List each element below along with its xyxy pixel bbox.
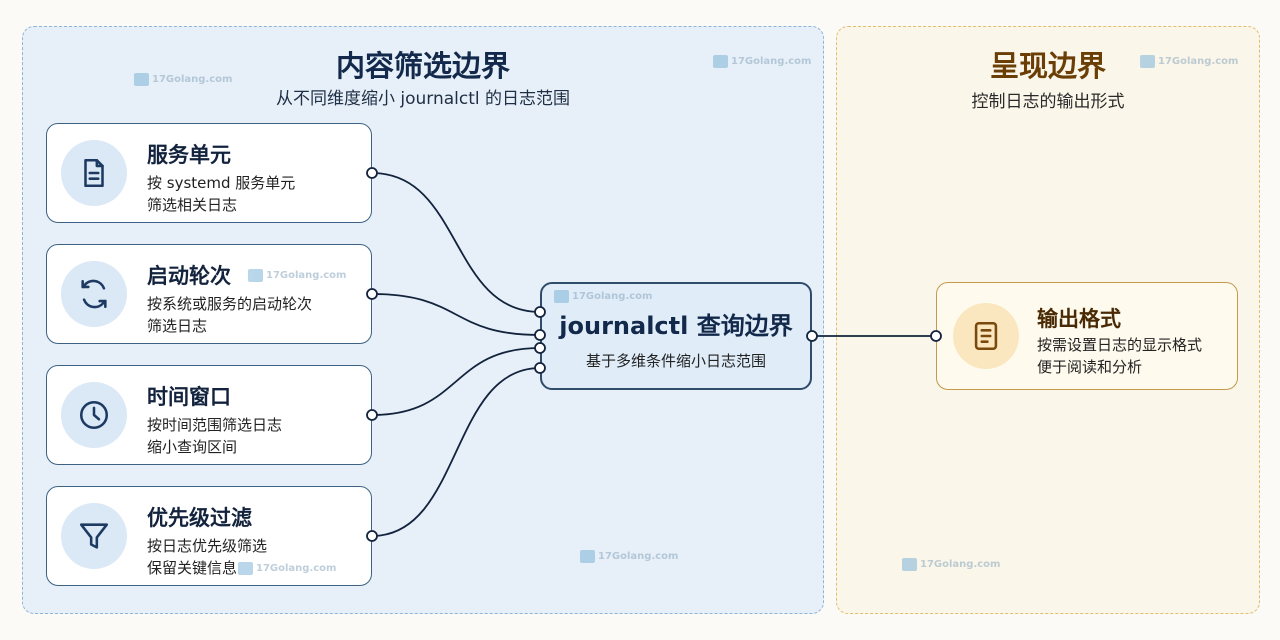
watermark-logo-icon bbox=[248, 269, 263, 282]
watermark-logo-icon bbox=[1140, 55, 1155, 68]
port-dot bbox=[366, 167, 378, 179]
center-title: journalctl 查询边界 bbox=[559, 312, 793, 340]
output-desc-line1: 按需设置日志的显示格式 bbox=[1037, 336, 1203, 354]
right-panel-title: 呈现边界 bbox=[989, 49, 1106, 83]
filter-desc-line1: 按时间范围筛选日志 bbox=[147, 416, 283, 434]
watermark: 17Golang.com bbox=[248, 269, 346, 282]
left-panel-subtitle: 从不同维度缩小 journalctl 的日志范围 bbox=[275, 89, 571, 109]
output-format-card: 输出格式 按需设置日志的显示格式 便于阅读和分析 bbox=[936, 282, 1238, 390]
filter-desc-line2: 筛选相关日志 bbox=[147, 196, 238, 214]
right-panel-subtitle: 控制日志的输出形式 bbox=[971, 92, 1125, 112]
port-dot bbox=[806, 330, 818, 342]
document-icon bbox=[61, 140, 127, 206]
watermark-logo-icon bbox=[554, 290, 569, 303]
output-title: 输出格式 bbox=[1037, 307, 1121, 331]
journalctl-query-boundary: journalctl 查询边界 基于多维条件缩小日志范围 bbox=[540, 282, 812, 390]
watermark: 17Golang.com bbox=[134, 73, 232, 86]
funnel-icon bbox=[61, 503, 127, 569]
filter-card-time-window: 时间窗口 按时间范围筛选日志 缩小查询区间 bbox=[46, 365, 372, 465]
watermark-logo-icon bbox=[902, 558, 917, 571]
port-dot bbox=[534, 342, 546, 354]
refresh-icon bbox=[61, 261, 127, 327]
port-dot bbox=[534, 329, 546, 341]
watermark-logo-icon bbox=[238, 562, 253, 575]
filter-title: 服务单元 bbox=[147, 143, 231, 167]
filter-card-boot-round: 启动轮次 按系统或服务的启动轮次 筛选日志 bbox=[46, 244, 372, 344]
port-dot bbox=[930, 330, 942, 342]
link-boot-round bbox=[371, 293, 541, 336]
link-time-window bbox=[371, 347, 541, 416]
link-service-unit bbox=[371, 172, 541, 313]
filter-desc-line2: 筛选日志 bbox=[147, 317, 208, 335]
filter-card-priority: 优先级过滤 按日志优先级筛选 保留关键信息 bbox=[46, 486, 372, 586]
clock-icon bbox=[61, 382, 127, 448]
port-dot bbox=[366, 409, 378, 421]
port-dot bbox=[534, 362, 546, 374]
filter-desc-line1: 按日志优先级筛选 bbox=[147, 537, 268, 555]
watermark: 17Golang.com bbox=[713, 55, 811, 68]
filter-desc-line2: 保留关键信息 bbox=[147, 559, 238, 577]
filter-desc-line1: 按 systemd 服务单元 bbox=[147, 174, 296, 192]
filter-title: 时间窗口 bbox=[147, 385, 231, 409]
filter-title: 优先级过滤 bbox=[147, 506, 252, 530]
filter-title: 启动轮次 bbox=[147, 264, 231, 288]
watermark: 17Golang.com bbox=[580, 550, 678, 563]
watermark-logo-icon bbox=[713, 55, 728, 68]
link-priority bbox=[371, 367, 541, 537]
filter-desc-line1: 按系统或服务的启动轮次 bbox=[147, 295, 313, 313]
watermark-logo-icon bbox=[134, 73, 149, 86]
watermark: 17Golang.com bbox=[554, 290, 652, 303]
port-dot bbox=[534, 306, 546, 318]
output-desc-line2: 便于阅读和分析 bbox=[1037, 358, 1143, 376]
document-icon bbox=[953, 303, 1019, 369]
watermark: 17Golang.com bbox=[1140, 55, 1238, 68]
port-dot bbox=[366, 288, 378, 300]
filter-card-service-unit: 服务单元 按 systemd 服务单元 筛选相关日志 bbox=[46, 123, 372, 223]
filter-desc-line2: 缩小查询区间 bbox=[147, 438, 238, 456]
watermark: 17Golang.com bbox=[902, 558, 1000, 571]
watermark-logo-icon bbox=[580, 550, 595, 563]
port-dot bbox=[366, 530, 378, 542]
center-subtitle: 基于多维条件缩小日志范围 bbox=[585, 352, 766, 370]
left-panel-title: 内容筛选边界 bbox=[335, 49, 510, 83]
watermark: 17Golang.com bbox=[238, 562, 336, 575]
